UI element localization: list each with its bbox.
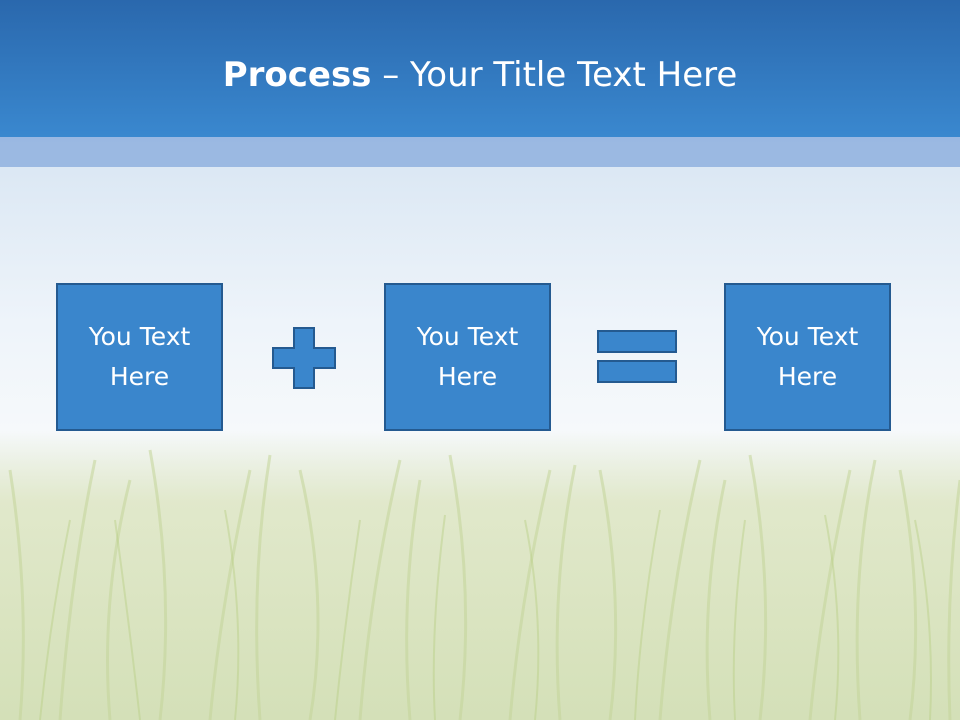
header-accent-band — [0, 137, 960, 167]
process-box-1-text: You Text Here — [88, 322, 191, 391]
process-box-3[interactable]: You Text Here — [724, 283, 891, 431]
process-box-2-text: You Text Here — [416, 322, 519, 391]
slide-title[interactable]: Process – Your Title Text Here — [0, 52, 960, 98]
equals-icon — [597, 330, 677, 383]
process-box-3-text: You Text Here — [756, 322, 859, 391]
process-box-1[interactable]: You Text Here — [56, 283, 223, 431]
title-rest-text: – Your Title Text Here — [371, 55, 738, 95]
title-bold-text: Process — [222, 55, 372, 95]
process-box-2[interactable]: You Text Here — [384, 283, 551, 431]
title-bar — [0, 0, 960, 137]
plus-icon — [272, 327, 336, 389]
